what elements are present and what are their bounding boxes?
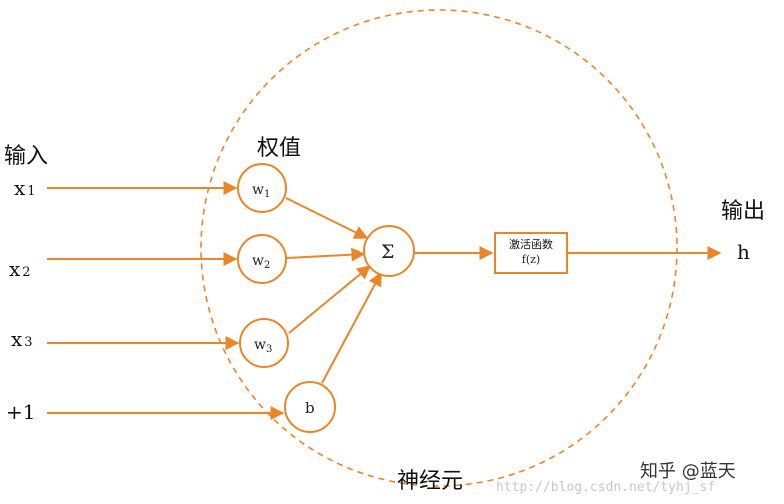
zhihu-watermark: 知乎 @蓝天 (640, 461, 736, 482)
weight-node-3 (239, 318, 289, 368)
weight-label-1: w1 (252, 182, 270, 200)
bias-node (284, 381, 336, 433)
neuron-boundary (200, 9, 678, 487)
weight-node-2 (237, 234, 287, 284)
sum-symbol: Σ (381, 241, 394, 263)
url-watermark: http://blog.csdn.net/tyhj_sf (496, 480, 715, 495)
output-var: h (737, 240, 750, 264)
weight-arrow-1 (285, 197, 369, 239)
activation-name: 激活函数 (509, 237, 553, 251)
weight-arrow-2 (286, 247, 366, 262)
weight-arrow-b (321, 271, 382, 384)
weight-node-1 (237, 163, 287, 213)
weight-arrow-3 (288, 265, 372, 334)
sum-node (363, 225, 415, 277)
bias-label: b (305, 399, 315, 417)
input-title: 输入 (4, 144, 48, 169)
output-title: 输出 (721, 199, 765, 224)
weights-title: 权值 (257, 136, 301, 161)
activation-box (494, 232, 568, 274)
input-bias: +1 (6, 400, 35, 424)
weight-label-2: w2 (252, 253, 270, 271)
weight-label-3: w3 (254, 337, 272, 355)
neuron-title: 神经元 (397, 469, 463, 494)
activation-formula: f(z) (522, 253, 540, 266)
